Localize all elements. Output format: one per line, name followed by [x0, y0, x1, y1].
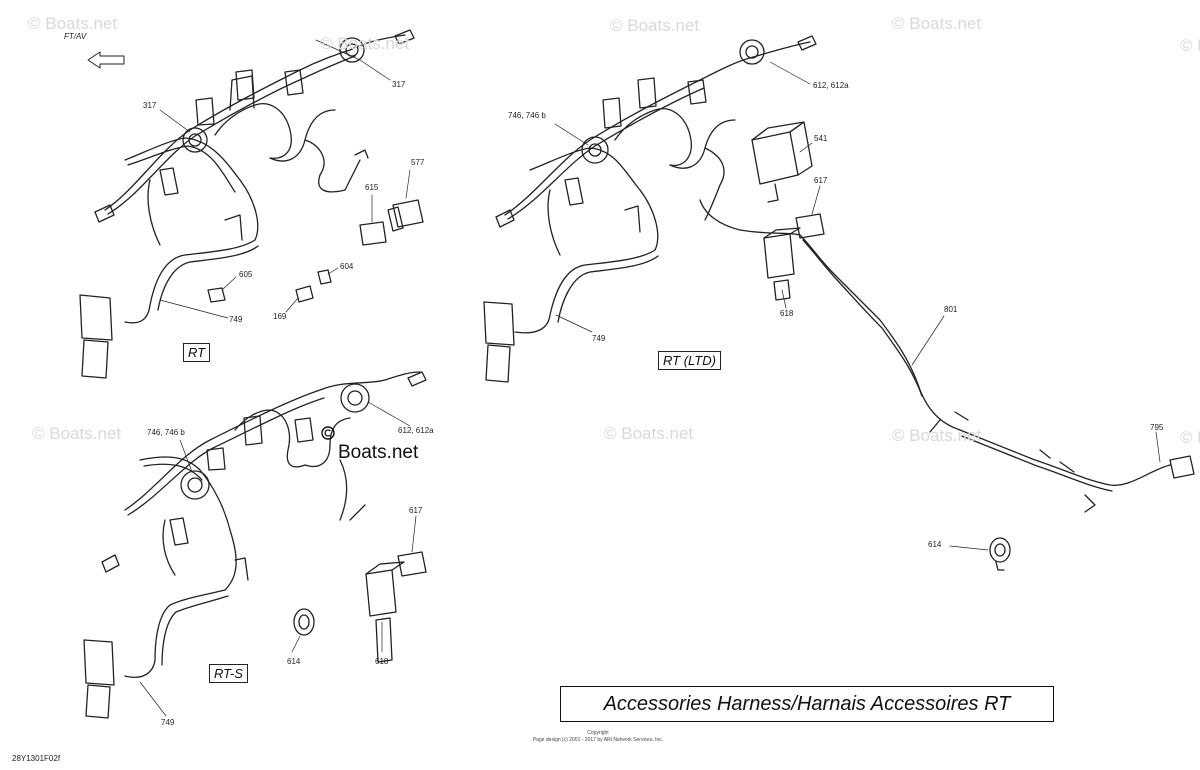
copyright-circle-icon [321, 426, 335, 440]
callout-618: 618 [780, 309, 794, 318]
watermark: © Boats.net [28, 14, 118, 33]
copyright-line: Copyright [587, 730, 609, 736]
center-watermark: Boats.net [338, 442, 419, 463]
direction-label: FT/AV [64, 32, 87, 41]
callout-749: 749 [229, 315, 243, 324]
watermark: © Boats.net [320, 34, 410, 53]
diagram-title-box: Accessories Harness/Harnais Accessoires … [560, 686, 1054, 722]
copyright-notice: Copyright Page design (c) 2001 - 2017 by… [508, 730, 688, 744]
callout-605: 605 [239, 270, 253, 279]
watermark: © Boats.net [1180, 36, 1200, 55]
watermark: © Boats.net [892, 14, 982, 33]
callout-577: 577 [411, 158, 425, 167]
variant-label-rt-ltd: RT (LTD) [658, 351, 721, 370]
callout-749: 749 [161, 718, 175, 727]
callout-317: 317 [392, 80, 406, 89]
watermark: © Boats.net [892, 426, 982, 445]
watermark: © Boats.net [610, 16, 700, 35]
rt-harness [79, 29, 424, 379]
diagram-title: Accessories Harness/Harnais Accessoires … [603, 692, 1011, 715]
callout-618: 618 [375, 657, 389, 666]
callout-801: 801 [944, 305, 958, 314]
variant-label-rt: RT [183, 343, 211, 362]
copyright-line: Page design (c) 2001 - 2017 by ARI Netwo… [532, 737, 664, 743]
callout-749: 749 [592, 334, 606, 343]
callout-317: 317 [143, 101, 157, 110]
callout-614: 614 [287, 657, 301, 666]
callout-541: 541 [814, 134, 828, 143]
callout-614: 614 [928, 540, 942, 549]
callout-617: 617 [814, 176, 828, 185]
watermark: © Boats.net [32, 424, 122, 443]
rt-s-harness [83, 371, 427, 719]
rt-ltd-harness [483, 35, 1195, 571]
callout-746: 746, 746 b [147, 428, 185, 437]
callout-746: 746, 746 b [508, 111, 546, 120]
callout-604: 604 [340, 262, 354, 271]
callout-615: 615 [365, 183, 379, 192]
callout-612: 612, 612a [813, 81, 849, 90]
callout-169: 169 [273, 312, 287, 321]
watermark: © Boats.net [604, 424, 694, 443]
callout-612: 612, 612a [398, 426, 434, 435]
document-id: 28Y1301F02f [12, 754, 61, 763]
watermark: © Boats.net [1180, 428, 1200, 447]
variant-label-rt-s: RT-S [209, 664, 248, 683]
callout-617: 617 [409, 506, 423, 515]
callout-795: 795 [1150, 423, 1164, 432]
